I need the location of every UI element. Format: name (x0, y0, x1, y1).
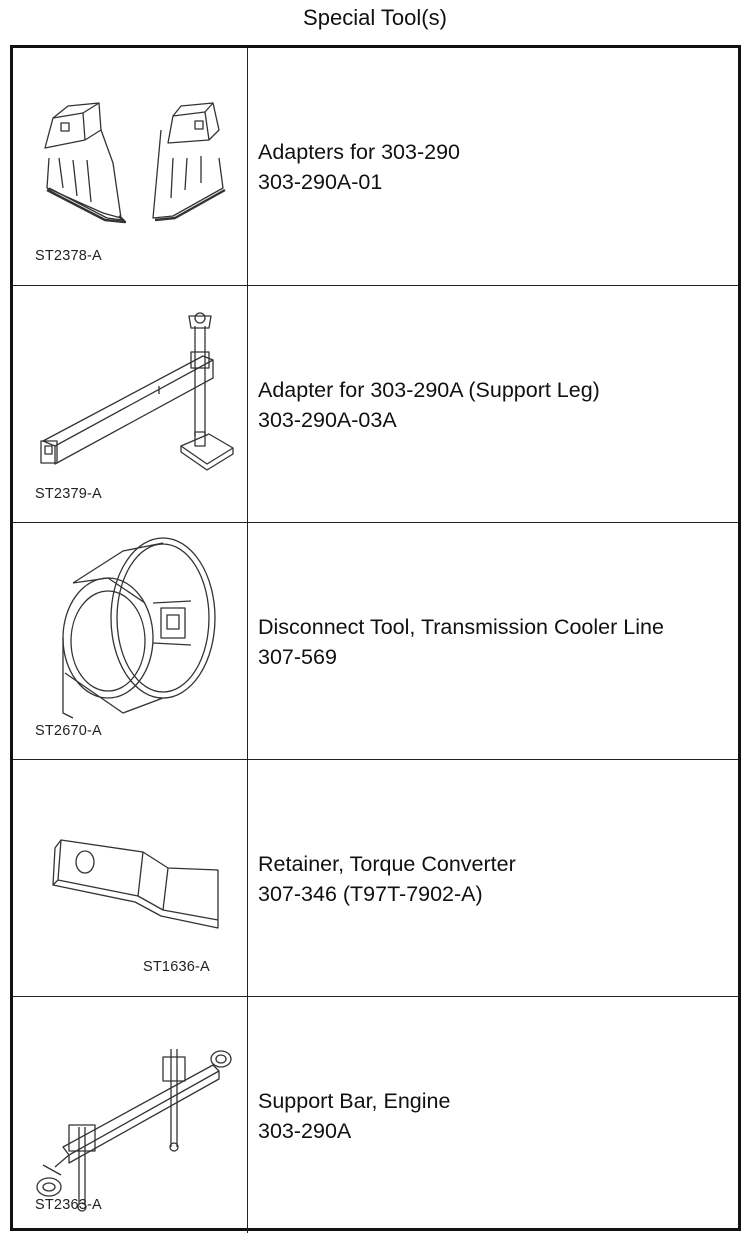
cooler-line-disconnect-icon (62, 537, 216, 719)
tool-description: Retainer, Torque Converter 307-346 (T97T… (258, 849, 516, 909)
tool-row: ST2670-A Disconnect Tool, Transmission C… (13, 522, 738, 759)
tool-name: Disconnect Tool, Transmission Cooler Lin… (258, 615, 664, 639)
tool-code: ST2670-A (35, 723, 102, 739)
tool-description: Disconnect Tool, Transmission Cooler Lin… (258, 612, 664, 672)
tool-name: Support Bar, Engine (258, 1089, 451, 1113)
tool-image-cell: ST2363-A (13, 997, 248, 1233)
adapter-brackets-icon (44, 102, 226, 224)
page-title: Special Tool(s) (303, 5, 447, 30)
torque-converter-retainer-icon (52, 839, 219, 929)
support-leg-icon (40, 312, 234, 471)
tool-name: Retainer, Torque Converter (258, 852, 516, 876)
engine-support-bar-icon (36, 1049, 232, 1212)
tool-image-cell: ST2379-A (13, 286, 248, 522)
tool-description: Support Bar, Engine 303-290A (258, 1086, 450, 1146)
tool-code: ST2378-A (35, 248, 102, 264)
special-tools-table: ST2378-A Adapters for 303-290 303-290A-0… (10, 45, 741, 1233)
tool-code: ST2379-A (35, 486, 102, 502)
tool-image-cell: ST1636-A (13, 760, 248, 996)
tool-row: ST2378-A Adapters for 303-290 303-290A-0… (13, 48, 738, 285)
tool-number: 307-346 (T97T-7902-A) (258, 882, 483, 906)
tool-number: 307-569 (258, 645, 337, 669)
tool-description: Adapter for 303-290A (Support Leg) 303-2… (258, 375, 600, 435)
tool-number: 303-290A-01 (258, 170, 383, 194)
tool-name: Adapters for 303-290 (258, 140, 460, 164)
tool-number: 303-290A-03A (258, 408, 397, 432)
tool-code: ST1636-A (143, 959, 210, 975)
tool-name: Adapter for 303-290A (Support Leg) (258, 378, 600, 402)
tool-image-cell: ST2378-A (13, 48, 248, 285)
tool-row: ST2379-A Adapter for 303-290A (Support L… (13, 285, 738, 522)
tool-image-cell: ST2670-A (13, 523, 248, 759)
tool-number: 303-290A (258, 1119, 352, 1143)
tool-description: Adapters for 303-290 303-290A-01 (258, 137, 460, 197)
tool-code: ST2363-A (35, 1197, 102, 1213)
tool-row: ST2363-A Support Bar, Engine 303-290A (13, 996, 738, 1233)
tool-row: ST1636-A Retainer, Torque Converter 307-… (13, 759, 738, 996)
